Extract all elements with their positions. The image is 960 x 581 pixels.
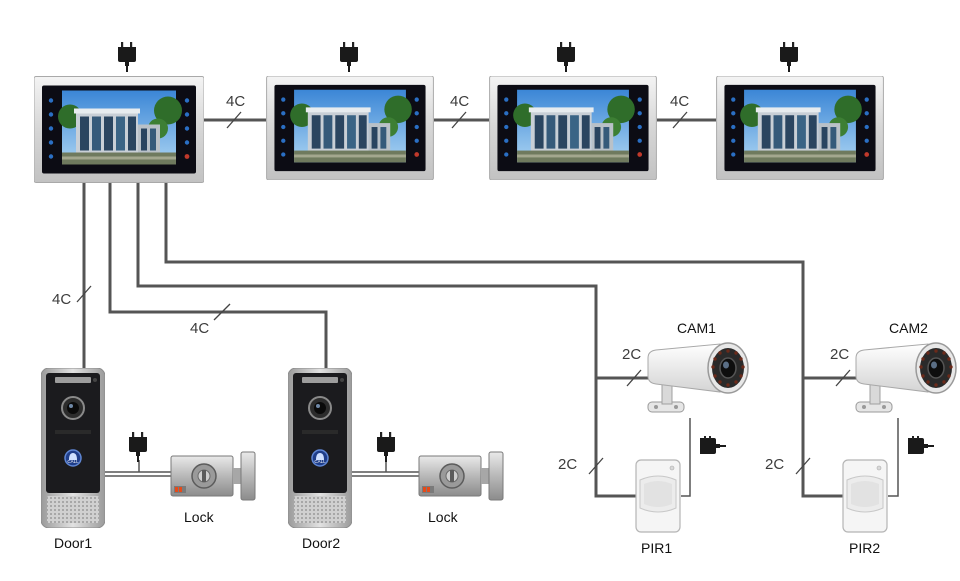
door-station-2: CALL [288, 368, 352, 528]
power-adapter-icon [908, 436, 934, 454]
wire-cam1-pir1-power [681, 418, 691, 497]
label-cam1: CAM1 [677, 320, 716, 336]
wire-tick [835, 369, 851, 387]
wires [76, 111, 899, 498]
doorbell-button-label: CALL [314, 459, 326, 464]
electric-lock-1 [170, 451, 256, 501]
power-adapter-icon [340, 42, 358, 72]
wire-label-cam1: 2C [622, 346, 641, 363]
wire-label-cam2: 2C [830, 346, 849, 363]
wire-tick [226, 111, 242, 129]
wire-monitor-door2 [108, 183, 328, 370]
pir-sensor-2 [842, 459, 888, 533]
wire-label-pir2: 2C [765, 456, 784, 473]
doorbell-panel [41, 368, 105, 528]
camera-1 [647, 342, 749, 413]
wire-cam2-pir2-power [888, 418, 899, 497]
building-photo [266, 76, 434, 180]
label-door1: Door1 [54, 535, 92, 551]
label-cam2: CAM2 [889, 320, 928, 336]
label-lock1: Lock [184, 509, 215, 525]
monitor-2 [266, 42, 434, 180]
label-lock2: Lock [428, 509, 459, 525]
pir-sensor-1 [635, 459, 681, 533]
monitor-1 [34, 42, 204, 183]
power-adapter-icon [129, 432, 147, 462]
wire-monitor-cam1-pir1 [136, 183, 638, 498]
camera-2 [855, 342, 957, 413]
building-photo [716, 76, 884, 180]
wire-monitor-cam2-pir2 [164, 183, 846, 498]
monitor-3 [489, 42, 657, 180]
power-adapter-icon [118, 42, 136, 72]
label-door2: Door2 [302, 535, 340, 551]
device-labels: CAM1 CAM2 PIR1 PIR2 Lock Lock Door1 Door… [54, 320, 928, 556]
wire-tick [76, 285, 92, 303]
power-adapter-icon [780, 42, 798, 72]
label-pir1: PIR1 [641, 540, 672, 556]
wire-label-door2: 4C [190, 320, 209, 337]
power-adapter-icon [377, 432, 395, 462]
wire-tick [588, 457, 604, 475]
wire-label-door1: 4C [52, 291, 71, 308]
wire-tick [213, 303, 231, 321]
wire-tick [626, 369, 642, 387]
wire-label-pir1: 2C [558, 456, 577, 473]
doorbell-panel [288, 368, 352, 528]
wire-label-m2-m3: 4C [450, 93, 469, 110]
wire-labels: 4C 4C 4C 4C 4C 2C 2C 2C 2C [52, 93, 849, 473]
power-adapter-icon [557, 42, 575, 72]
building-photo [489, 76, 657, 180]
power-adapter-icon [700, 436, 726, 454]
electric-lock-2 [418, 451, 504, 501]
monitor-4 [716, 42, 884, 180]
doorbell-button-label: CALL [67, 459, 79, 464]
wire-tick [795, 457, 811, 475]
wire-tick [672, 111, 688, 129]
door-station-1: CALL [41, 368, 105, 528]
wire-tick [451, 111, 467, 129]
wire-label-m1-m2: 4C [226, 93, 245, 110]
wire-label-m3-m4: 4C [670, 93, 689, 110]
building-photo [34, 76, 204, 183]
label-pir2: PIR2 [849, 540, 880, 556]
